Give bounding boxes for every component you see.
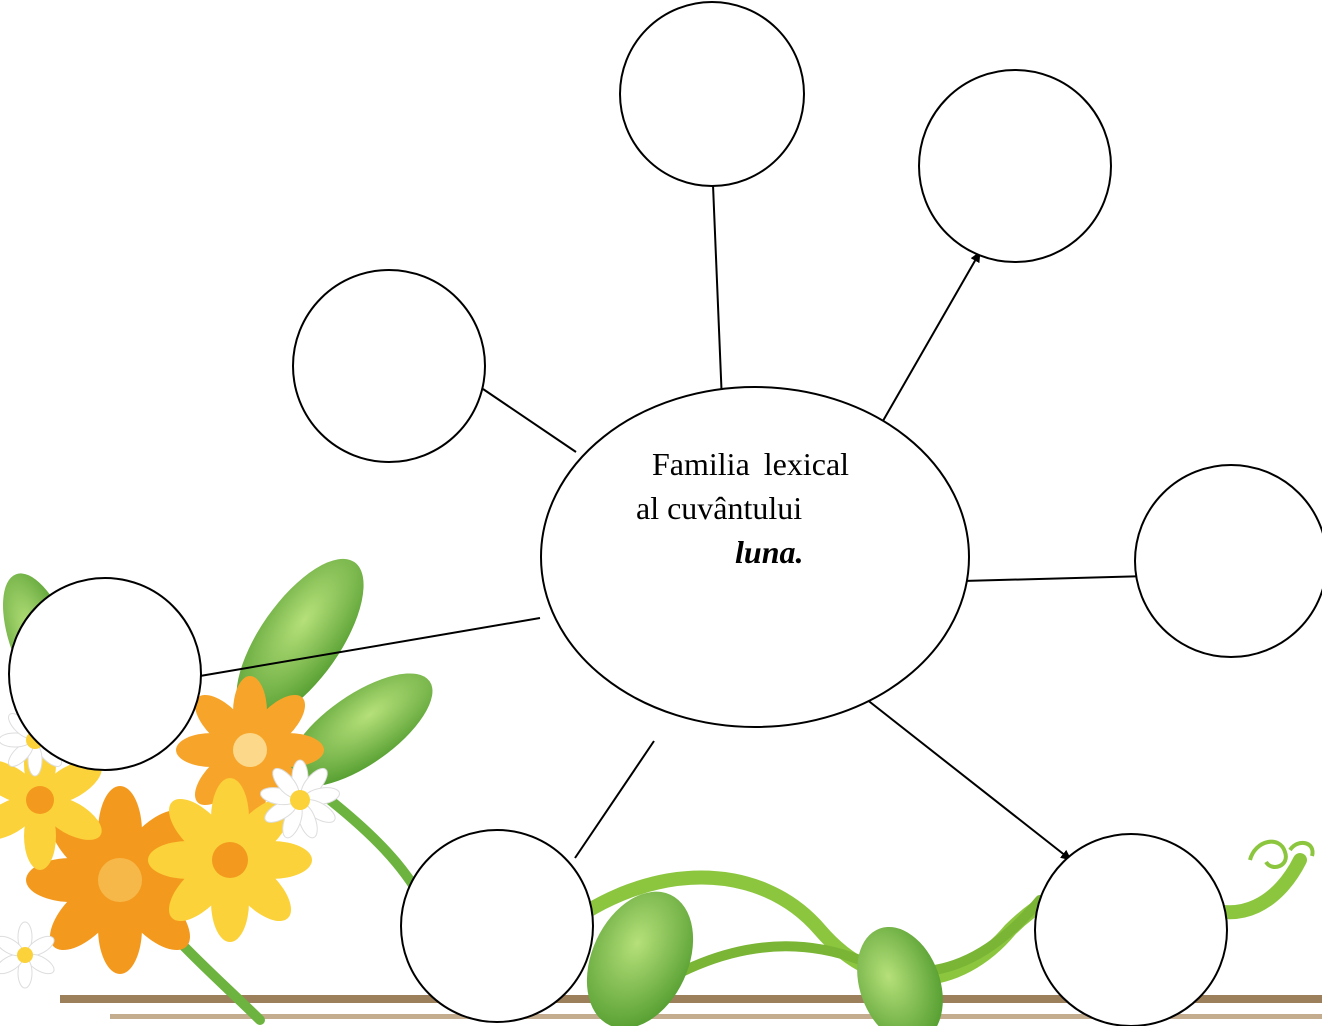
center-title-line1: Familia lexical [620,442,920,486]
answer-circle-bottom-right[interactable] [1035,834,1227,1026]
answer-circle-upper-left[interactable] [293,270,485,462]
answer-circle-right[interactable] [1135,465,1322,657]
arrow-bottom-right [847,684,1071,860]
center-keyword: luna. [620,530,920,574]
connector-upper-left [483,389,576,452]
answer-circle-top[interactable] [620,2,804,186]
answer-circle-upper-right[interactable] [919,70,1111,262]
connector-top [713,185,722,402]
center-title-line2: al cuvântului [620,486,920,530]
flower-white [0,922,57,988]
center-node-text: Familia lexical al cuvântului luna. [620,442,920,574]
answer-circle-left[interactable] [9,578,201,770]
connector-bottom-left [575,741,654,858]
arrow-upper-right [872,252,980,440]
answer-circle-bottom-left[interactable] [401,830,593,1022]
vine-curl [1250,842,1286,867]
